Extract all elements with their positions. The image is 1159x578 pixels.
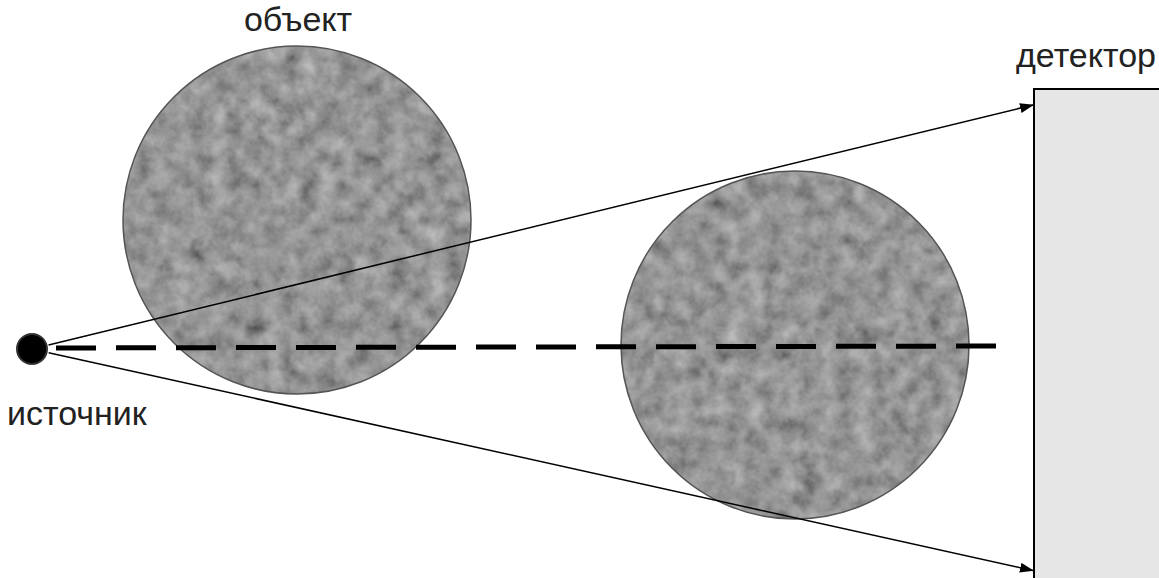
detector-node: детектор	[980, 36, 1159, 578]
object-label: объект	[241, 0, 355, 39]
object-circle	[118, 44, 478, 400]
detector-label: детектор	[1013, 36, 1159, 75]
object-outline	[621, 171, 969, 519]
detector-plate	[1033, 88, 1159, 578]
source-label-wrap: источник	[0, 394, 230, 433]
source-dot	[16, 333, 48, 365]
ray-arrow	[49, 353, 1033, 571]
object-texture	[621, 171, 969, 519]
object-node: объект	[118, 0, 478, 400]
source-label: источник	[4, 394, 150, 433]
